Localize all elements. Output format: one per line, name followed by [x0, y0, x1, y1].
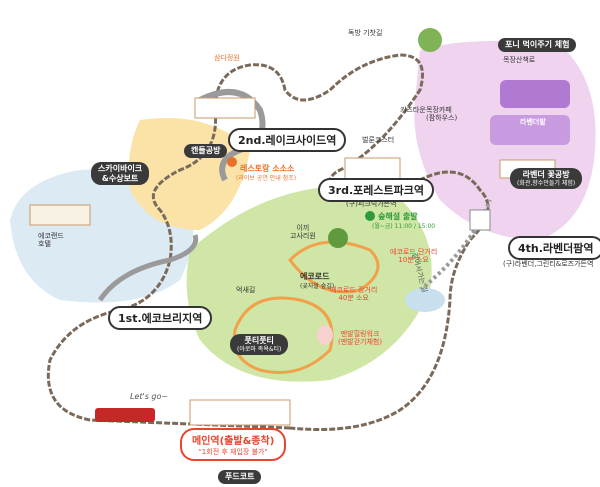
- station-3-sub: (구)피크닉가든역: [346, 200, 397, 208]
- lavender-workshop-title: 라벤더 꽃공방: [522, 170, 570, 179]
- main-station-building-icon: [189, 399, 291, 426]
- samda-label: 삼다정원: [214, 54, 240, 62]
- long-course-label: 에코로드 장거리 40분 소요: [330, 286, 378, 303]
- eosae-label: 억새길: [236, 286, 256, 294]
- pond: [405, 288, 445, 312]
- gazebo-icon: [469, 209, 491, 231]
- ecoroad-short-course: [288, 240, 380, 294]
- forest-guide-time: (월~금) 11:00 / 15:00: [372, 223, 436, 230]
- lavender-workshop-sub: (화관,향수만들기 체험): [517, 179, 576, 187]
- hotel-path: [97, 234, 199, 302]
- station-2-label: 2nd.레이크사이드역: [228, 128, 347, 152]
- short-course-label: 에코로드 단거리 10분 소요: [390, 248, 438, 265]
- footprint-icon: [317, 325, 333, 345]
- skybike-label: 스카이바이크 &수상보트: [91, 162, 150, 186]
- main-station-note: "1회전 후 재입장 불가": [198, 448, 268, 456]
- restaurant-note: (라이브 공연 안내 참조): [236, 175, 297, 182]
- ecoroad-long-course: [232, 296, 334, 374]
- foodcourt-label: 푸드코트: [218, 470, 262, 484]
- moss-label: 이끼 고사리원: [290, 224, 316, 241]
- lavender-field-label: 라벤더밭: [520, 118, 546, 126]
- lavender-workshop-label: 라벤더 꽃공방 (화관,향수만들기 체험): [510, 168, 583, 189]
- ecoroad-label: 에코로드: [300, 272, 330, 281]
- station-4-label: 4th.라벤더팜역: [508, 236, 600, 260]
- lakeside-station-building-icon: [194, 97, 256, 119]
- forest-guide-pin-icon: [365, 211, 375, 221]
- pony-label: 포니 먹이주기 체험: [498, 38, 577, 52]
- station-3-label: 3rd.포레스트파크역: [318, 178, 434, 202]
- ballon-label: 벌룬코스터: [362, 136, 395, 144]
- dukbang-label: 독방 기찻길: [348, 29, 383, 37]
- station-4-sub: (구)라벤더,그린티&로즈가든역: [503, 260, 594, 268]
- forest-zone: [186, 186, 432, 382]
- ranch-trail-label: 목장산책로: [503, 56, 536, 64]
- candle-label: 캔들공방: [184, 144, 228, 158]
- station-1-label: 1st.에코브리지역: [108, 306, 213, 330]
- main-station-label: 메인역(출발&종착) "1회전 후 재입장 불가": [180, 428, 287, 461]
- hotel-label: 에코랜드 호텔: [38, 232, 64, 249]
- letsgo-label: Let's go~: [130, 392, 169, 401]
- hotel-building-icon: [29, 204, 91, 226]
- footy-sub: (아로마 족욕&티): [237, 345, 282, 353]
- ecoroad-sub: (곶자왈 숲길): [300, 283, 335, 290]
- restaurant-pin-icon: [227, 157, 237, 167]
- footy-title: 풋티풋티: [244, 336, 274, 345]
- main-station-title: 메인역(출발&종착): [192, 436, 275, 447]
- train-icon: [95, 408, 155, 422]
- forest-station-building-icon: [344, 157, 401, 181]
- restaurant-label: 레스토랑 소소소: [240, 164, 295, 173]
- barefoot-label: 맨발힐링워크 (맨발걷기체험): [338, 330, 383, 347]
- tree-icon: [328, 228, 348, 248]
- forest-guide-label: 숲해설 출발: [378, 212, 418, 221]
- lavender-field-icon: [490, 80, 570, 145]
- ranch-cafe-label: 목장카페 (팜하우스): [426, 106, 458, 123]
- tree-icon: [418, 28, 442, 52]
- kidstown-label: 키즈타운: [400, 106, 426, 114]
- footy-label: 풋티풋티 (아로마 족욕&티): [230, 334, 289, 355]
